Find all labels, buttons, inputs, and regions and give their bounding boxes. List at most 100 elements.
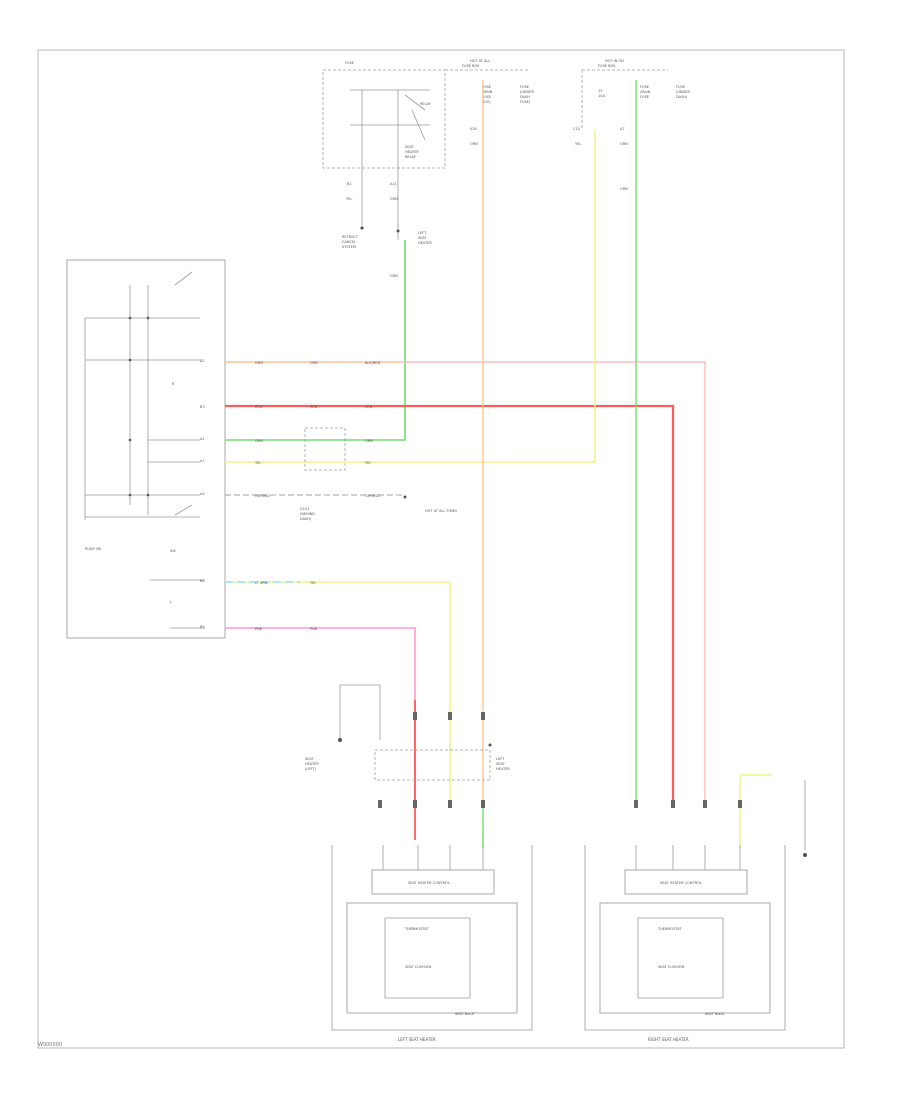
- svg-text:LEFT: LEFT: [496, 757, 505, 761]
- svg-text:FUSE: FUSE: [676, 85, 685, 89]
- svg-text:15: 15: [598, 89, 602, 93]
- svg-text:GRN: GRN: [390, 197, 398, 201]
- svg-text:HOT IN ON: HOT IN ON: [605, 59, 624, 63]
- svg-text:FUSE: FUSE: [482, 85, 491, 89]
- svg-text:SEAT CUSHION: SEAT CUSHION: [405, 965, 431, 969]
- fuse-relay-box-left: FUSE RELAY SEAT HEATER RELAY: [322, 61, 446, 170]
- svg-text:RELAY: RELAY: [420, 102, 432, 106]
- svg-text:A7: A7: [200, 459, 205, 463]
- right-seat-heater-control-box: [624, 869, 748, 895]
- svg-text:(BEHIND: (BEHIND: [300, 512, 315, 516]
- svg-text:BOX): BOX): [482, 100, 491, 104]
- svg-text:GRN: GRN: [255, 439, 263, 443]
- footer-code: W000000: [38, 1042, 63, 1048]
- svg-text:PNK: PNK: [255, 627, 263, 631]
- svg-text:DASH): DASH): [300, 517, 312, 521]
- svg-text:A1: A1: [200, 437, 205, 441]
- wire-pink-left-heater: [225, 627, 416, 800]
- svg-text:SYSTEM: SYSTEM: [342, 245, 356, 249]
- wire-red-right-heater: [225, 404, 675, 800]
- svg-text:L: L: [170, 600, 172, 604]
- left-seat-heater-control-box: [371, 869, 495, 895]
- seat-heater-switch: PUSH ON SW L R B2 B3 A1 A7 A5 B4 B5: [66, 259, 226, 639]
- svg-text:RELAY: RELAY: [405, 155, 417, 159]
- svg-text:(LEFT): (LEFT): [305, 767, 317, 771]
- svg-text:(UNDER: (UNDER: [520, 90, 534, 94]
- svg-text:HOT AT ALL TIMES: HOT AT ALL TIMES: [425, 509, 458, 513]
- svg-text:HOT AT ALL: HOT AT ALL: [470, 59, 490, 63]
- svg-text:GRN: GRN: [365, 439, 373, 443]
- svg-text:RED: RED: [255, 405, 263, 409]
- svg-text:FUSE: FUSE: [640, 85, 649, 89]
- junction-top-left: RETRACT CANCEL SYSTEM LEFT SEAT HEATER G…: [342, 170, 432, 278]
- svg-text:HEATER: HEATER: [418, 241, 432, 245]
- svg-text:LT GRN: LT GRN: [255, 581, 268, 585]
- svg-text:B3: B3: [200, 405, 205, 409]
- svg-text:CANCEL: CANCEL: [342, 240, 356, 244]
- svg-text:B5: B5: [200, 625, 205, 629]
- svg-text:LEFT: LEFT: [418, 231, 427, 235]
- svg-text:GRN: GRN: [620, 142, 628, 146]
- wire-labels: GRN ORN BLK/RED RED RED RED GRN GRN YEL …: [255, 361, 380, 631]
- svg-text:FUSE: FUSE: [482, 95, 491, 99]
- svg-text:A11: A11: [390, 182, 397, 186]
- svg-text:PUSH ON: PUSH ON: [85, 547, 101, 551]
- svg-text:THERMOSTAT: THERMOSTAT: [657, 927, 682, 931]
- svg-text:(MAIN: (MAIN: [640, 90, 651, 94]
- left-connector-block: LEFT SEAT HEATER: [374, 743, 510, 781]
- connector-markers: [378, 712, 742, 808]
- svg-text:B2: B2: [200, 359, 205, 363]
- svg-text:SEAT: SEAT: [305, 757, 315, 761]
- svg-text:YEL: YEL: [255, 461, 261, 465]
- svg-text:HEATER: HEATER: [496, 767, 510, 771]
- svg-text:FUSE: FUSE: [520, 85, 529, 89]
- svg-text:RIGHT SEAT HEATER: RIGHT SEAT HEATER: [648, 1037, 689, 1042]
- svg-text:G101: G101: [300, 507, 309, 511]
- svg-text:(MAIN: (MAIN: [482, 90, 493, 94]
- svg-text:ORN: ORN: [470, 142, 478, 146]
- svg-text:FUSE): FUSE): [520, 100, 531, 104]
- ground-left: SEAT HEATER (LEFT): [305, 684, 381, 771]
- svg-text:YEL: YEL: [365, 461, 371, 465]
- svg-text:THERMOSTAT: THERMOSTAT: [404, 927, 429, 931]
- wire-pink-right-heater: [225, 361, 706, 800]
- svg-text:FUSE BOX: FUSE BOX: [598, 64, 616, 68]
- svg-text:SEAT: SEAT: [418, 236, 428, 240]
- junction-connector-middle: G101 (BEHIND DASH) HOT AT ALL TIMES: [300, 427, 458, 521]
- wire-yellow-switch-fuse: [225, 130, 596, 463]
- svg-text:HEATER: HEATER: [405, 150, 419, 154]
- wire-yellow-right-heater: [739, 774, 772, 848]
- fuse-box-right: HOT IN ON FUSE BOX 15 10A FUSE (MAIN FUS…: [581, 59, 690, 130]
- fuse-box-center: HOT AT ALL FUSE BOX FUSE (MAIN FUSE BOX)…: [445, 59, 534, 104]
- svg-text:SEAT: SEAT: [496, 762, 506, 766]
- svg-text:B4: B4: [200, 579, 205, 583]
- svg-text:SEAT HEATER CONTROL: SEAT HEATER CONTROL: [660, 881, 702, 885]
- diagram-frame: [37, 49, 845, 1049]
- svg-text:A30: A30: [470, 127, 477, 131]
- svg-text:DASH): DASH): [676, 95, 688, 99]
- svg-text:LEFT SEAT HEATER: LEFT SEAT HEATER: [398, 1037, 436, 1042]
- svg-text:GRN: GRN: [390, 274, 398, 278]
- svg-text:SW: SW: [170, 549, 176, 553]
- svg-text:10A: 10A: [598, 94, 605, 98]
- wire-green-switch-relay: [225, 240, 406, 441]
- svg-text:YEL: YEL: [575, 142, 581, 146]
- svg-text:GRN: GRN: [255, 361, 263, 365]
- svg-text:SEAT: SEAT: [405, 145, 415, 149]
- wire-yellow-left-heater: [225, 581, 451, 800]
- svg-text:GRY/BLU: GRY/BLU: [365, 494, 380, 498]
- svg-text:C10: C10: [573, 127, 580, 131]
- svg-text:HEATER: HEATER: [305, 762, 319, 766]
- svg-text:SEAT HEATER CONTROL: SEAT HEATER CONTROL: [408, 881, 450, 885]
- svg-text:GRY/BLU: GRY/BLU: [255, 494, 270, 498]
- svg-text:SEAT BACK: SEAT BACK: [455, 1012, 475, 1016]
- right-seat-heater: SEAT HEATER CONTROL THERMOSTAT SEAT CUSH…: [584, 845, 786, 1042]
- svg-text:SEAT CUSHION: SEAT CUSHION: [658, 965, 684, 969]
- svg-text:SEAT BACK: SEAT BACK: [705, 1012, 725, 1016]
- svg-text:ORN: ORN: [310, 361, 318, 365]
- svg-text:RED: RED: [365, 405, 373, 409]
- ground-right: [803, 780, 807, 857]
- svg-text:YEL: YEL: [310, 581, 316, 585]
